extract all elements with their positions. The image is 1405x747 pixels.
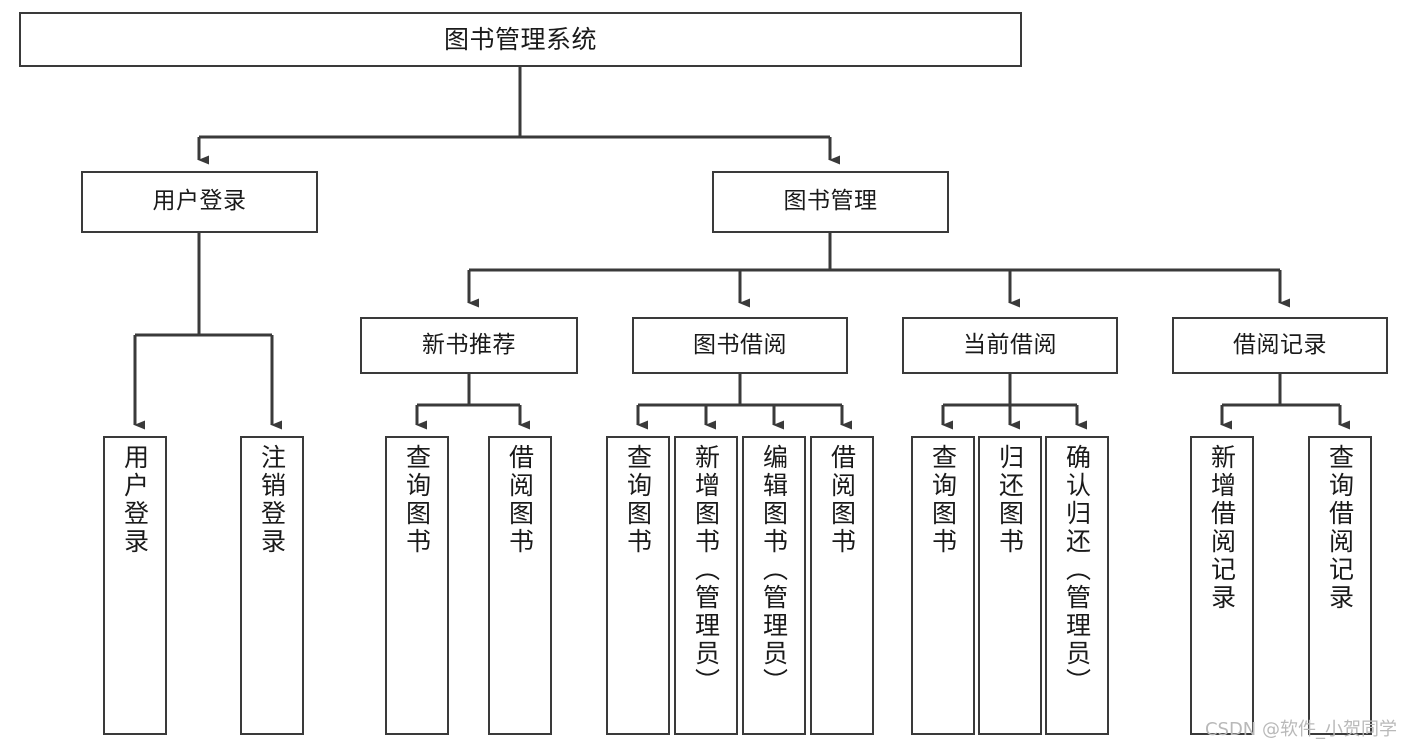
node-book-management-label: 图书管理 — [783, 188, 878, 215]
node-leaf-add-book-admin-label: 新增图书（管理员） — [691, 444, 721, 696]
node-borrow-record-label: 借阅记录 — [1233, 331, 1327, 358]
node-leaf-return-book[interactable]: 归还图书 — [978, 436, 1042, 735]
node-leaf-query-book-3[interactable]: 查询图书 — [911, 436, 975, 735]
node-root[interactable]: 图书管理系统 — [19, 12, 1022, 67]
node-leaf-query-book-3-label: 查询图书 — [928, 444, 958, 556]
node-borrow-record[interactable]: 借阅记录 — [1172, 317, 1388, 374]
node-new-book-recommend-label: 新书推荐 — [422, 331, 516, 358]
node-leaf-borrow-book-1[interactable]: 借阅图书 — [488, 436, 552, 735]
node-leaf-add-book-admin[interactable]: 新增图书（管理员） — [674, 436, 738, 735]
node-leaf-edit-book-admin[interactable]: 编辑图书（管理员） — [742, 436, 806, 735]
node-leaf-query-book-2[interactable]: 查询图书 — [606, 436, 670, 735]
node-leaf-logout-login[interactable]: 注销登录 — [240, 436, 304, 735]
node-root-label: 图书管理系统 — [443, 24, 597, 54]
node-book-borrow[interactable]: 图书借阅 — [632, 317, 848, 374]
node-book-management[interactable]: 图书管理 — [712, 171, 949, 233]
node-leaf-confirm-return-admin-label: 确认归还（管理员） — [1062, 444, 1092, 696]
node-leaf-add-borrow-record[interactable]: 新增借阅记录 — [1190, 436, 1254, 735]
node-leaf-borrow-book-2[interactable]: 借阅图书 — [810, 436, 874, 735]
node-leaf-return-book-label: 归还图书 — [995, 444, 1025, 556]
node-leaf-query-borrow-record-label: 查询借阅记录 — [1325, 444, 1355, 612]
node-leaf-user-login[interactable]: 用户登录 — [103, 436, 167, 735]
node-leaf-borrow-book-2-label: 借阅图书 — [827, 444, 857, 556]
node-leaf-query-book-1[interactable]: 查询图书 — [385, 436, 449, 735]
node-user-login[interactable]: 用户登录 — [81, 171, 318, 233]
node-leaf-add-borrow-record-label: 新增借阅记录 — [1207, 444, 1237, 612]
node-leaf-query-borrow-record[interactable]: 查询借阅记录 — [1308, 436, 1372, 735]
node-leaf-logout-login-label: 注销登录 — [257, 444, 287, 556]
node-current-borrow-label: 当前借阅 — [963, 331, 1057, 358]
node-leaf-user-login-label: 用户登录 — [120, 444, 150, 556]
node-leaf-query-book-1-label: 查询图书 — [402, 444, 432, 556]
node-current-borrow[interactable]: 当前借阅 — [902, 317, 1118, 374]
node-user-login-label: 用户登录 — [152, 188, 247, 215]
node-book-borrow-label: 图书借阅 — [693, 331, 787, 358]
node-new-book-recommend[interactable]: 新书推荐 — [360, 317, 578, 374]
watermark-text: CSDN @软件_小贺同学 — [1204, 719, 1397, 740]
node-leaf-query-book-2-label: 查询图书 — [623, 444, 653, 556]
node-leaf-confirm-return-admin[interactable]: 确认归还（管理员） — [1045, 436, 1109, 735]
node-leaf-edit-book-admin-label: 编辑图书（管理员） — [759, 444, 789, 696]
node-leaf-borrow-book-1-label: 借阅图书 — [505, 444, 535, 556]
